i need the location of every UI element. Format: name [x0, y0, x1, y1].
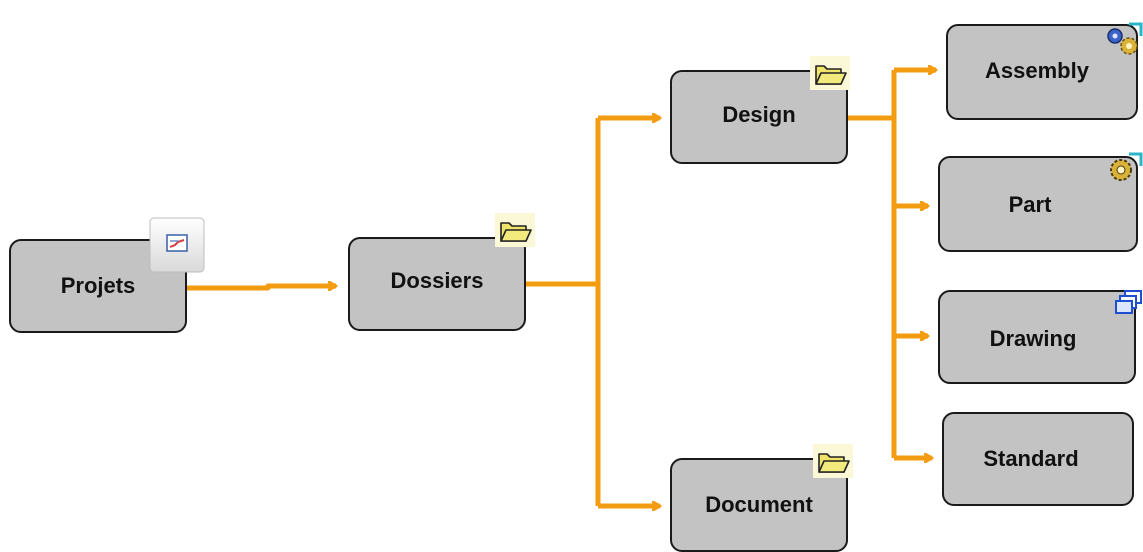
drawing-sheets-icon [1115, 290, 1142, 314]
node-label: Design [722, 102, 796, 127]
node-label: Assembly [985, 58, 1089, 83]
folder-icon [495, 213, 535, 247]
node-part[interactable]: Part [938, 156, 1138, 252]
node-label: Dossiers [390, 268, 484, 293]
node-label: Document [705, 492, 813, 517]
node-document[interactable]: Document [670, 458, 848, 552]
node-drawing[interactable]: Drawing [938, 290, 1136, 384]
project-schedule-icon [149, 217, 205, 273]
folder-icon [813, 444, 853, 478]
node-assembly[interactable]: Assembly [946, 24, 1138, 120]
part-gear-icon [1110, 152, 1143, 181]
node-label: Part [1008, 192, 1052, 217]
node-label: Standard [983, 446, 1079, 471]
edge-projets-dossiers [186, 286, 336, 288]
node-label: Projets [60, 273, 136, 298]
assembly-gears-icon [1107, 22, 1143, 55]
folder-icon [810, 56, 850, 90]
node-dossiers[interactable]: Dossiers [348, 237, 526, 331]
node-label: Drawing [989, 326, 1077, 351]
node-standard[interactable]: Standard [942, 412, 1134, 506]
